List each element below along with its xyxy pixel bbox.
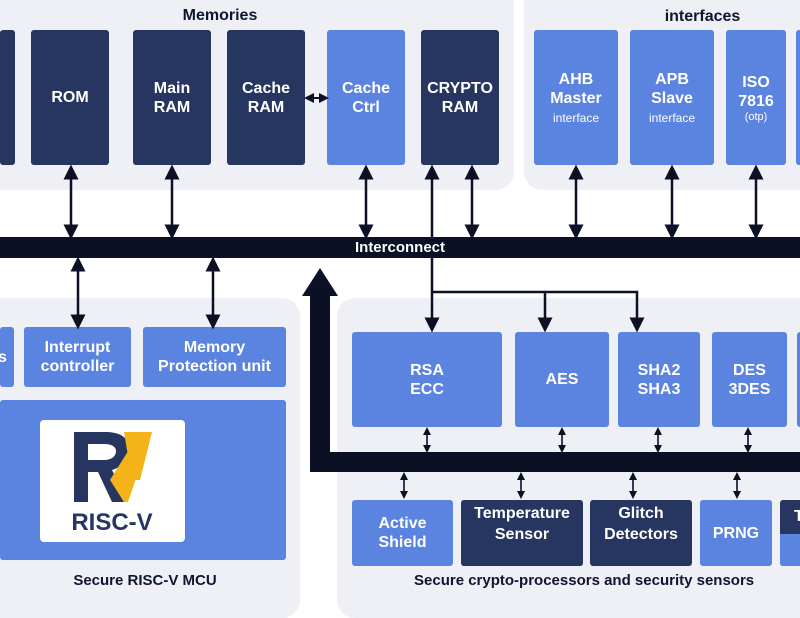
aes-label: AES (545, 371, 579, 388)
apb-slave-block: APB Slave interface (630, 30, 714, 165)
apb-line1: APB (655, 70, 689, 88)
cache-ctrl-line2: Ctrl (352, 98, 380, 116)
main-ram-line2: RAM (153, 98, 191, 116)
risc-v-logo-text: RISC-V (71, 509, 152, 536)
prng-block: PRNG (700, 500, 772, 566)
temperature-line2: Sensor (494, 526, 550, 543)
aes-block: AES (515, 332, 609, 427)
crypto-return-arrowhead (302, 268, 338, 296)
interrupt-line1: Interrupt (44, 339, 111, 356)
sha-block: SHA2 SHA3 (618, 332, 700, 427)
crypto-right-fragment-label: T (794, 508, 800, 525)
prng-label: PRNG (712, 524, 760, 542)
temperature-sensor-top: Temperature (461, 500, 583, 525)
leftmost-memory-block (0, 30, 15, 165)
des-line1: DES (733, 361, 766, 379)
rsa-line2: ECC (410, 380, 444, 398)
glitch-top: Glitch (590, 500, 692, 525)
glitch-line2: Detectors (604, 526, 678, 543)
cache-ctrl-line1: Cache (341, 79, 391, 97)
memory-protection-unit-block: Memory Protection unit (143, 327, 286, 387)
ahb-master-block: AHB Master interface (534, 30, 618, 165)
interconnect-bus: Interconnect (0, 237, 800, 258)
crypto-feed-branch-aes (432, 290, 553, 333)
active-shield-line2: Shield (378, 534, 427, 551)
interfaces-title: interfaces (664, 8, 741, 25)
interconnect-label: Interconnect (354, 239, 445, 256)
cache-ram-line2: RAM (247, 98, 285, 116)
crypto-right-fragment-block: T (780, 500, 800, 566)
mcu-title: Secure RISC-V MCU (73, 572, 217, 589)
ahb-sub: interface (552, 110, 600, 125)
glitch-line1: Glitch (618, 505, 664, 522)
ahb-line2: Master (550, 89, 602, 107)
mcu-left-fragment-label: s (0, 348, 7, 366)
interrupt-line2: controller (40, 358, 115, 375)
crypto-ram-line2: RAM (441, 98, 479, 116)
temperature-sensor-accent (461, 548, 583, 566)
mcu-left-fragment-block: s (0, 327, 14, 387)
mpu-line1: Memory (183, 339, 246, 356)
crypto-ram-block: CRYPTO RAM (421, 30, 499, 165)
rom-block: ROM (31, 30, 109, 165)
sha-line2: SHA3 (637, 380, 681, 398)
crypto-ram-line1: CRYPTO (427, 79, 493, 97)
iso-line1: ISO (742, 73, 770, 91)
risc-v-logo-graphic: RISC-V (71, 432, 153, 536)
cache-ctrl-block: Cache Ctrl (327, 30, 405, 165)
ahb-line1: AHB (558, 70, 594, 88)
interrupt-controller-block: Interrupt controller (24, 327, 131, 387)
cache-ram-line1: Cache (241, 79, 291, 97)
active-shield-block: Active Shield (352, 500, 453, 566)
rightmost-interface-block (796, 30, 800, 165)
risc-v-logo: RISC-V (40, 420, 185, 542)
crypto-right-fragment-light (780, 534, 800, 566)
apb-line2: Slave (651, 89, 693, 107)
apb-sub: interface (648, 110, 696, 125)
iso-sub: (otp) (744, 110, 768, 123)
rom-label: ROM (51, 89, 89, 106)
des-block: DES 3DES (712, 332, 787, 427)
iso-line2: 7816 (738, 92, 774, 110)
iso-7816-block: ISO 7816 (otp) (726, 30, 786, 165)
temperature-line1: Temperature (474, 505, 570, 522)
glitch-detectors-block: Glitch Detectors (590, 500, 692, 566)
crypto-title: Secure crypto-processors and security se… (414, 572, 755, 589)
rsa-line1: RSA (410, 361, 444, 379)
active-shield-line1: Active (378, 515, 427, 532)
crypto-right-edge-block (797, 332, 800, 427)
sha-line1: SHA2 (637, 361, 681, 379)
memories-title: Memories (182, 7, 258, 24)
connector-overlay (63, 93, 800, 499)
crypto-feed-branch-sha (545, 290, 645, 333)
glitch-bottom: Detectors (590, 525, 692, 566)
main-ram-line1: Main (153, 79, 191, 97)
crypto-return-arrow (310, 292, 800, 472)
cache-ram-block: Cache RAM (227, 30, 305, 165)
temperature-sensor-block: Temperature Sensor (461, 500, 583, 566)
des-line2: 3DES (728, 380, 771, 398)
rsa-ecc-block: RSA ECC (352, 332, 502, 427)
main-ram-block: Main RAM (133, 30, 211, 165)
mpu-line2: Protection unit (158, 358, 271, 375)
